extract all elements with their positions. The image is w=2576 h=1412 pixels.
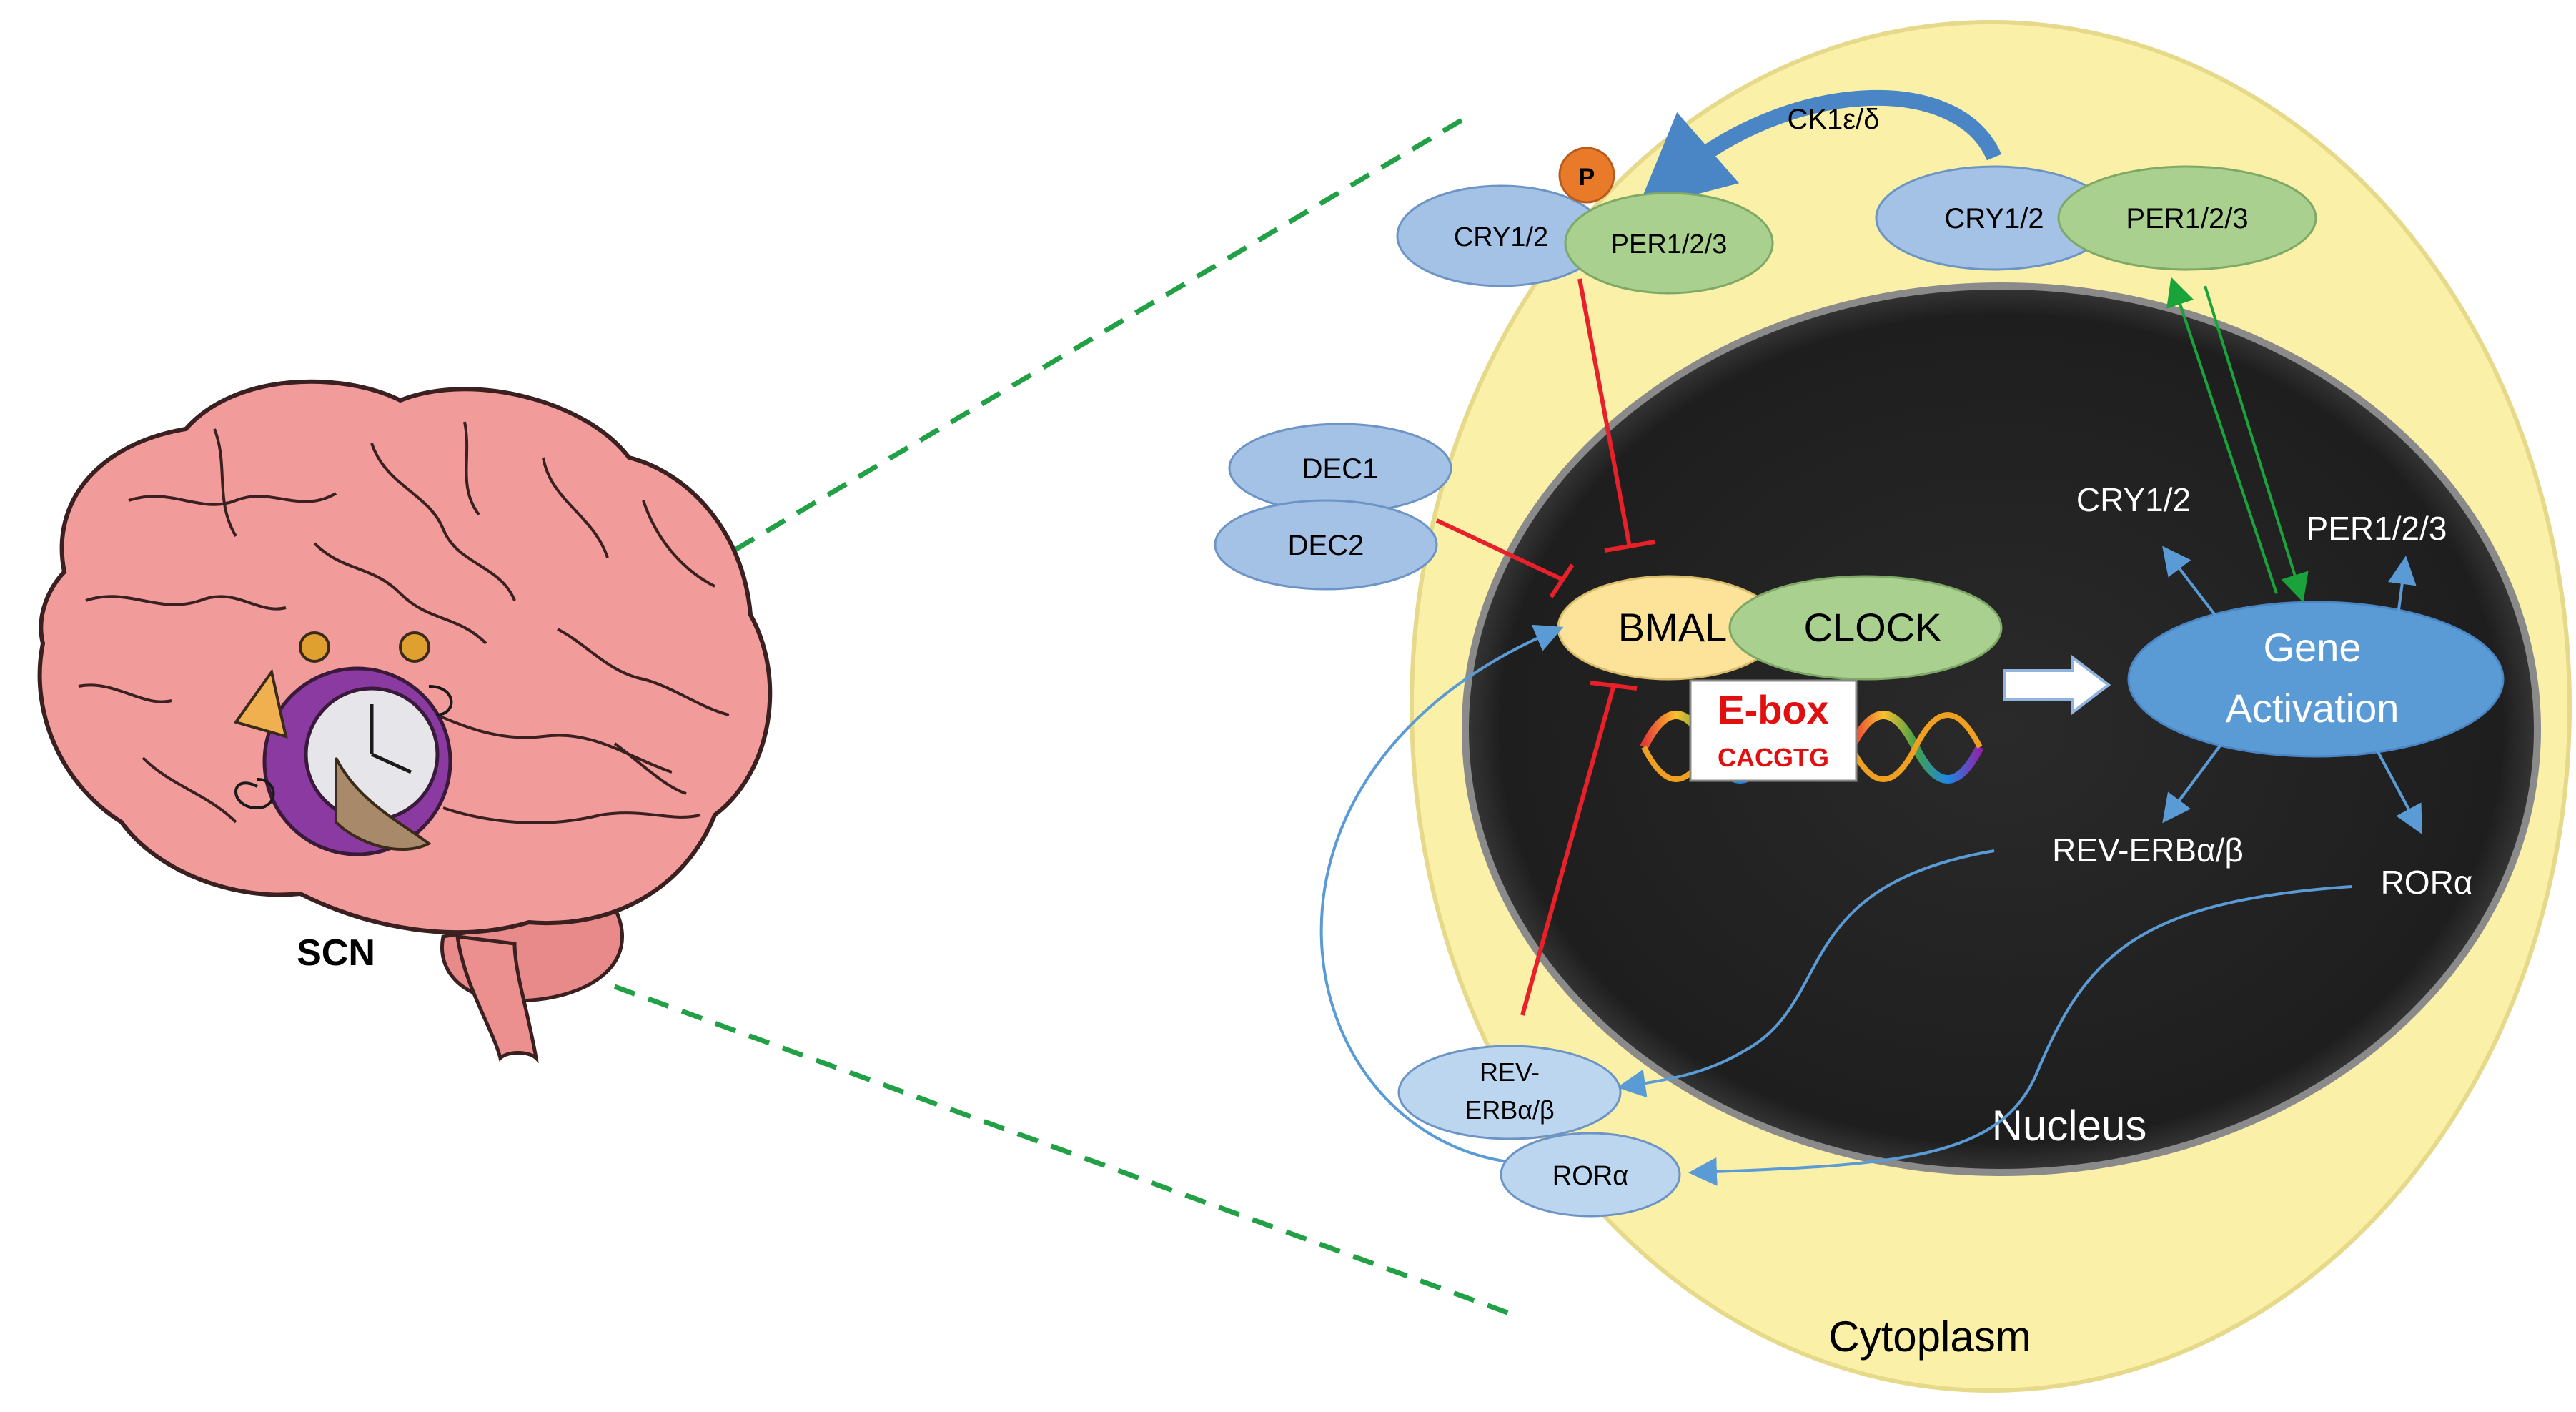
nucleus xyxy=(1462,282,2541,1176)
scn-clock-icon xyxy=(233,631,453,856)
zoom-lines xyxy=(613,115,1517,1318)
ck1-label: CK1ε/δ xyxy=(1787,104,1879,135)
phosphate-label: P xyxy=(1579,164,1595,191)
ebox-sequence: CACGTG xyxy=(1718,743,1829,772)
product-rev-erb-label: REV-ERBα/β xyxy=(2052,831,2244,869)
ebox-box xyxy=(1689,679,1858,782)
cytoplasm-label: Cytoplasm xyxy=(1828,1313,2031,1361)
arrow-rev-erb-export xyxy=(1617,849,1995,1098)
cytoplasm-rev-erb: REV- ERBα/β xyxy=(1397,1045,1622,1140)
arrow-ror-export xyxy=(1688,885,2352,1186)
inhibit-dec-bar xyxy=(1549,563,1575,598)
inhibit-cry-per-bar xyxy=(1604,540,1655,553)
zoom-line-top xyxy=(642,115,1467,607)
clock-ellipse xyxy=(1728,575,2003,681)
ebox-title: E-box xyxy=(1718,687,1829,732)
cytoplasm-ror: RORα xyxy=(1500,1132,1681,1218)
dec2-label: DEC2 xyxy=(1288,530,1364,561)
dec-proteins: DEC1 DEC2 xyxy=(1214,423,1452,591)
brain-folds xyxy=(78,421,730,824)
dec1-label: DEC1 xyxy=(1302,453,1379,485)
cry-per-complex: CRY1/2 PER1/2/3 xyxy=(1875,165,2317,271)
brain-illustration: SCN xyxy=(37,379,773,1064)
bmal-clock-complex: BMAL CLOCK xyxy=(1557,575,2003,681)
arrow-ror xyxy=(2375,749,2422,835)
rev-erb-label-line2: ERBα/β xyxy=(1465,1095,1555,1125)
product-cry-label: CRY1/2 xyxy=(2076,481,2191,518)
per-ellipse xyxy=(2057,165,2317,271)
arrow-per xyxy=(2387,556,2417,616)
per-label-phospho: PER1/2/3 xyxy=(1611,229,1728,260)
gene-activation-line1: Gene xyxy=(2264,625,2362,670)
green-arrows xyxy=(2166,277,2309,603)
product-ror-label: RORα xyxy=(2381,864,2473,901)
per-ellipse-phospho xyxy=(1564,192,1774,295)
brainstem xyxy=(455,934,539,1064)
phosphate-badge xyxy=(1558,147,1615,204)
gene-activation-ellipse xyxy=(2127,601,2505,758)
product-per-label: PER1/2/3 xyxy=(2307,510,2447,547)
bmal-label: BMAL xyxy=(1618,605,1728,650)
arrow-to-per-complex xyxy=(2166,277,2278,594)
rev-erb-ellipse xyxy=(1397,1045,1622,1140)
scn-label: SCN xyxy=(297,932,375,974)
ror-label: RORα xyxy=(1552,1161,1628,1191)
ror-ellipse xyxy=(1500,1132,1681,1218)
inhibit-rev-erb xyxy=(1520,684,1616,1016)
per-label: PER1/2/3 xyxy=(2126,203,2248,234)
rev-erb-label-line1: REV- xyxy=(1480,1057,1540,1087)
inhibit-cry-per xyxy=(1577,278,1632,548)
product-arrows xyxy=(1319,545,2422,1186)
arrow-to-gene-activation xyxy=(2204,285,2309,603)
ebox: E-box CACGTG xyxy=(1689,679,1858,782)
clock-label: CLOCK xyxy=(1804,605,1942,650)
inhibition-lines xyxy=(1435,278,1655,1016)
nucleus-label: Nucleus xyxy=(1992,1102,2147,1150)
activation-block-arrow xyxy=(2003,654,2111,716)
ck1-arrow xyxy=(1637,90,2002,210)
dec2-ellipse xyxy=(1214,499,1438,591)
cry-label-phospho: CRY1/2 xyxy=(1454,222,1548,252)
cry-label: CRY1/2 xyxy=(1944,203,2044,234)
inhibit-rev-erb-bar xyxy=(1590,681,1638,691)
zoom-line-bottom xyxy=(613,984,1517,1318)
inhibit-dec xyxy=(1435,518,1563,581)
arrow-rev-erb xyxy=(2162,739,2226,824)
arrow-cry xyxy=(2162,545,2221,622)
gene-activation-line2: Activation xyxy=(2226,686,2399,731)
gene-activation: Gene Activation xyxy=(2127,601,2505,758)
arrow-ror-to-bmal xyxy=(1319,624,1564,1163)
cry-per-phospho-complex: CRY1/2 PER1/2/3 P xyxy=(1396,147,1774,295)
